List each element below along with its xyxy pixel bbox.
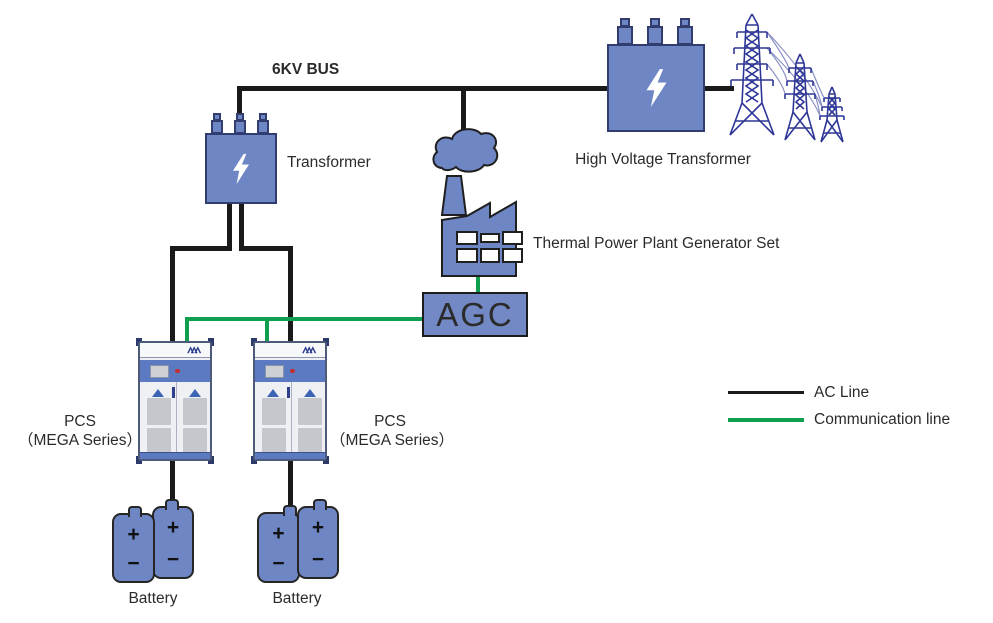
pcs-cabinet-icon <box>136 338 214 464</box>
battery-plus-sign: + <box>311 516 325 539</box>
transformer-bushing-icon <box>211 113 223 134</box>
ac-line-swatch <box>728 390 804 395</box>
battery-icon: + − <box>112 506 155 583</box>
vent-panel <box>183 398 207 425</box>
lightning-bolt-icon <box>646 69 666 107</box>
pcs-display-screen <box>150 364 169 378</box>
battery-icon: + − <box>152 499 194 579</box>
battery-minus-sign: − <box>311 548 325 571</box>
vent-panel <box>298 428 322 455</box>
vent-panel <box>262 398 286 425</box>
pcs-label-line2: （MEGA Series） <box>330 432 455 449</box>
ac-line-elbow-left-h <box>170 246 232 251</box>
pcs-left-label: PCS （MEGA Series） <box>15 412 145 450</box>
factory-icon <box>432 128 523 277</box>
pcs-logo-icon <box>187 346 202 354</box>
triangle-icon <box>189 389 201 397</box>
comm-line-agc-h <box>185 317 425 321</box>
vent-panel <box>147 398 171 425</box>
vent-panel <box>183 428 207 455</box>
legend-row-ac: AC Line <box>728 383 950 402</box>
battery-terminal <box>283 505 297 516</box>
hv-bushing-icon <box>647 18 663 45</box>
smoke-cloud-icon <box>432 128 499 173</box>
legend-comm-label: Communication line <box>814 410 951 428</box>
comm-line-swatch <box>728 417 804 422</box>
pcs-label-line2: （MEGA Series） <box>17 432 143 449</box>
ac-line-pcs2-to-battery <box>288 460 293 506</box>
battery-terminal <box>128 506 142 517</box>
hv-bushing-icon <box>677 18 693 45</box>
vent-panel <box>298 398 322 425</box>
battery-terminal <box>165 499 179 510</box>
hv-transformer-box <box>607 44 705 132</box>
pcs-label-line1: PCS <box>64 413 96 430</box>
legend-row-comm: Communication line <box>728 410 950 429</box>
vent-panel <box>147 428 171 455</box>
ac-line-transformer-out-right <box>239 203 244 251</box>
triangle-icon <box>152 389 164 397</box>
lightning-bolt-icon <box>233 153 249 184</box>
pcs-label-line1: PCS <box>374 413 406 430</box>
chimney-icon <box>440 175 468 216</box>
factory-windows <box>456 231 523 263</box>
battery-minus-sign: − <box>166 548 180 571</box>
pcs-door-handle <box>172 387 175 398</box>
pcs-status-led <box>290 368 295 373</box>
ac-line-bus-to-transformer <box>237 86 242 120</box>
battery-plus-sign: + <box>166 516 180 539</box>
bus-label: 6KV BUS <box>272 61 340 78</box>
pcs-display-screen <box>265 364 284 378</box>
battery-minus-sign: − <box>127 552 140 575</box>
thermal-plant-label: Thermal Power Plant Generator Set <box>533 235 780 252</box>
battery-terminal <box>313 499 327 510</box>
triangle-icon <box>267 389 279 397</box>
ac-line-pcs1-to-battery <box>170 460 175 500</box>
transformer-bushing-icon <box>257 113 269 134</box>
transformer-bushing-icon <box>234 113 246 134</box>
battery-minus-sign: − <box>272 552 285 575</box>
comm-line-to-pcs1 <box>185 317 189 344</box>
ac-line-hv-to-grid <box>703 86 734 91</box>
legend-ac-label: AC Line <box>814 383 870 401</box>
transformer-label: Transformer <box>287 154 371 171</box>
ac-line-bus-to-plant <box>461 86 466 160</box>
battery-right-label: Battery <box>272 590 322 607</box>
battery-plus-sign: + <box>127 523 140 546</box>
battery-left-label: Battery <box>128 590 178 607</box>
pcs-cabinet-icon <box>251 338 329 464</box>
battery-plus-sign: + <box>272 522 285 545</box>
comm-line-to-pcs2 <box>265 317 269 344</box>
battery-icon: + − <box>297 499 339 579</box>
pcs-right-label: PCS （MEGA Series） <box>330 412 455 450</box>
legend: AC Line Communication line <box>728 383 950 437</box>
ac-line-transformer-out-left <box>227 203 232 251</box>
battery-icon: + − <box>257 505 300 583</box>
pcs-status-led <box>175 368 180 373</box>
ac-line-6kv-bus <box>237 86 608 91</box>
transformer-box <box>205 133 277 204</box>
hv-transformer-label: High Voltage Transformer <box>575 151 751 168</box>
pcs-door-handle <box>287 387 290 398</box>
agc-box: AGC <box>422 292 528 337</box>
agc-label: AGC <box>436 295 514 333</box>
hv-bushing-icon <box>617 18 633 45</box>
triangle-icon <box>304 389 316 397</box>
vent-panel <box>262 428 286 455</box>
ac-line-elbow-right-h <box>239 246 293 251</box>
ac-line-to-pcs1 <box>170 246 175 344</box>
transmission-towers-icon <box>729 13 845 143</box>
comm-line-plant-to-agc <box>476 274 480 296</box>
pcs-logo-icon <box>302 346 317 354</box>
ac-line-to-pcs2 <box>288 246 293 344</box>
